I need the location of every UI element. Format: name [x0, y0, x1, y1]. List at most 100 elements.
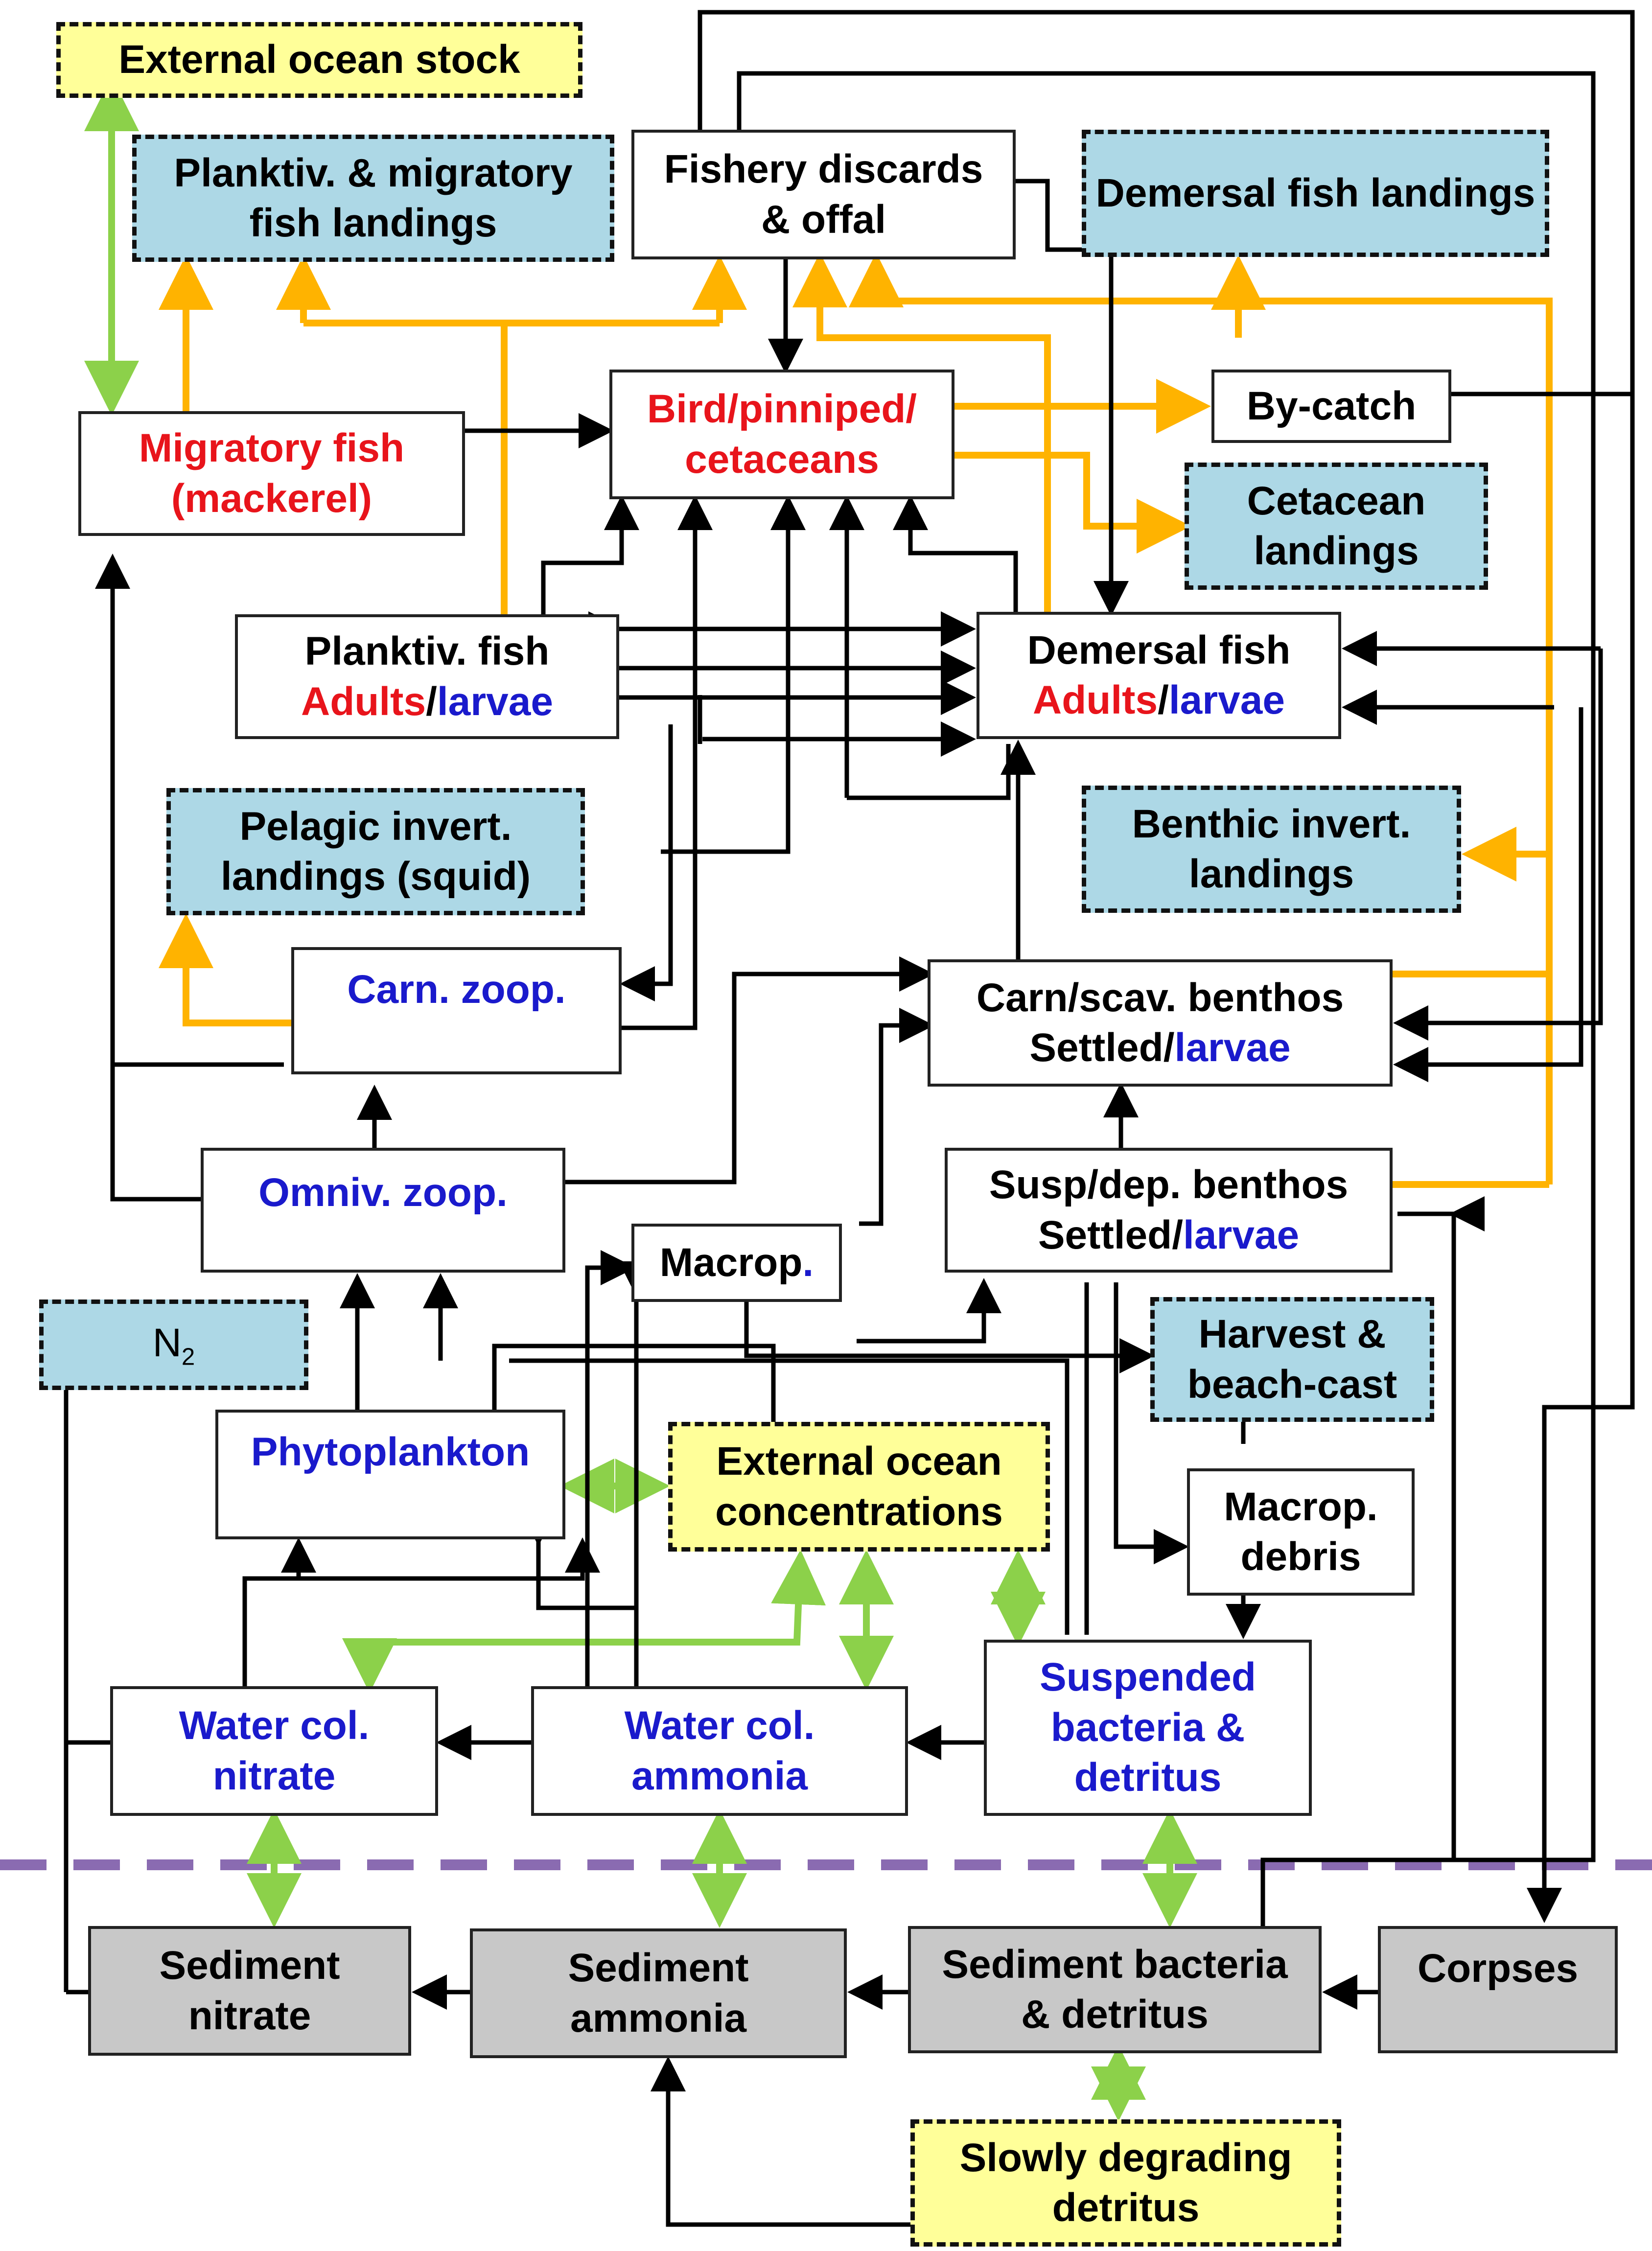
external-ocean-conc-line2: concentrations — [715, 1489, 1003, 1534]
sediment-ammonia-line1: Sediment — [568, 1946, 749, 1990]
planktiv-fish-box: Planktiv. fish Adults/larvae — [235, 614, 619, 739]
cetacean-landings-line1: Cetacean — [1247, 478, 1426, 523]
demersal-fish-stages: Adults/larvae — [1033, 675, 1285, 726]
fishery-discards-line2: & offal — [761, 197, 886, 242]
susp-dep-benthos-settled: Settled — [1038, 1212, 1172, 1257]
phytoplankton-box: Phytoplankton — [215, 1410, 565, 1539]
water-ammonia-box: Water col. ammonia — [531, 1686, 908, 1816]
carn-scav-benthos-stages: Settled/larvae — [1029, 1023, 1290, 1073]
susp-dep-benthos-sep: / — [1172, 1212, 1184, 1257]
exchange-flows — [84, 76, 1197, 2121]
water-nitrate-box: Water col. nitrate — [110, 1686, 438, 1816]
migratory-fish-line1: Migratory fish — [139, 426, 405, 470]
demersal-fish-sep: / — [1158, 678, 1169, 722]
pelagic-invert-landings-box: Pelagic invert. landings (squid) — [166, 788, 585, 915]
external-ocean-conc-line1: External ocean — [716, 1439, 1002, 1484]
n2-subscript: 2 — [181, 1343, 195, 1370]
demersal-fish-adults: Adults — [1032, 678, 1158, 722]
pelagic-invert-landings-line2: landings (squid) — [220, 854, 531, 899]
macrop-dot: . — [802, 1240, 814, 1285]
cetacean-landings-line2: landings — [1254, 529, 1419, 573]
migratory-fish-box: Migratory fish (mackerel) — [78, 411, 465, 536]
sediment-nitrate-line2: nitrate — [188, 1993, 311, 2038]
planktiv-migratory-landings-line2: fish landings — [249, 201, 497, 245]
fishery-discards-box: Fishery discards & offal — [631, 130, 1016, 259]
benthic-invert-landings-line1: Benthic invert. — [1132, 801, 1411, 846]
carn-scav-benthos-title: Carn/scav. benthos — [976, 975, 1344, 1020]
n2-box: N2 — [39, 1300, 308, 1390]
omniv-zoop-box: Omniv. zoop. — [201, 1148, 565, 1273]
bird-pinniped-line2: cetaceans — [685, 437, 879, 482]
harvest-beachcast-line1: Harvest & — [1198, 1312, 1386, 1356]
susp-dep-benthos-stages: Settled/larvae — [1038, 1210, 1299, 1261]
demersal-fish-title: Demersal fish — [1027, 627, 1291, 673]
demersal-fish-box: Demersal fish Adults/larvae — [977, 612, 1341, 739]
susp-dep-benthos-box: Susp/dep. benthos Settled/larvae — [945, 1148, 1393, 1273]
phytoplankton-label: Phytoplankton — [251, 1430, 530, 1474]
bird-pinniped-box: Bird/pinniped/ cetaceans — [609, 370, 954, 499]
water-ammonia-line2: ammonia — [631, 1753, 808, 1798]
planktiv-fish-sep: / — [426, 679, 437, 724]
susp-bacteria-line3: detritus — [1074, 1755, 1222, 1800]
sediment-nitrate-line1: Sediment — [159, 1943, 340, 1988]
pelagic-invert-landings-line1: Pelagic invert. — [239, 804, 512, 849]
carn-zoop-label: Carn. zoop. — [347, 967, 566, 1012]
carn-scav-benthos-larvae: larvae — [1174, 1025, 1291, 1070]
carn-scav-benthos-box: Carn/scav. benthos Settled/larvae — [928, 959, 1393, 1087]
slowly-degrading-line2: detritus — [1052, 2185, 1200, 2230]
macrop-box: Macrop. — [631, 1224, 842, 1302]
susp-bacteria-line2: bacteria & — [1050, 1705, 1245, 1750]
sediment-nitrate-box: Sediment nitrate — [88, 1926, 411, 2056]
planktiv-fish-stages: Adults/larvae — [301, 677, 553, 727]
migratory-fish-line2: (mackerel) — [171, 476, 372, 521]
carn-zoop-box: Carn. zoop. — [291, 947, 622, 1074]
sediment-ammonia-box: Sediment ammonia — [470, 1928, 847, 2058]
sediment-bacteria-line2: & detritus — [1021, 1992, 1209, 2037]
harvest-beachcast-box: Harvest & beach-cast — [1150, 1297, 1434, 1422]
bycatch-label: By-catch — [1246, 383, 1417, 428]
macrop-debris-line1: Macrop. — [1224, 1484, 1378, 1529]
sediment-bacteria-line1: Sediment bacteria — [942, 1942, 1288, 1987]
corpses-label: Corpses — [1417, 1946, 1579, 1991]
demersal-fish-larvae: larvae — [1168, 678, 1285, 722]
carn-scav-benthos-settled: Settled — [1029, 1025, 1163, 1070]
susp-bacteria-box: Suspended bacteria & detritus — [984, 1640, 1312, 1816]
planktiv-fish-adults: Adults — [301, 679, 426, 724]
demersal-landings-label: Demersal fish landings — [1095, 170, 1536, 215]
trophic-flows — [48, 10, 1635, 2227]
omniv-zoop-label: Omniv. zoop. — [258, 1170, 508, 1215]
planktiv-fish-larvae: larvae — [437, 679, 553, 724]
n2-label: N2 — [153, 1318, 195, 1372]
bird-pinniped-line1: Bird/pinniped/ — [647, 387, 917, 431]
cetacean-landings-box: Cetacean landings — [1185, 463, 1488, 590]
external-ocean-conc-box: External ocean concentrations — [668, 1422, 1050, 1552]
benthic-invert-landings-box: Benthic invert. landings — [1082, 786, 1461, 913]
macrop-text: Macrop — [659, 1240, 803, 1285]
water-nitrate-line2: nitrate — [212, 1753, 336, 1798]
planktiv-migratory-landings-box: Planktiv. & migratory fish landings — [132, 135, 614, 262]
corpses-box: Corpses — [1378, 1926, 1618, 2053]
slowly-degrading-box: Slowly degrading detritus — [910, 2119, 1341, 2247]
slowly-degrading-line1: Slowly degrading — [959, 2135, 1292, 2180]
sediment-bacteria-box: Sediment bacteria & detritus — [908, 1926, 1322, 2053]
macrop-debris-line2: debris — [1240, 1534, 1361, 1579]
water-nitrate-line1: Water col. — [179, 1703, 370, 1748]
water-ammonia-line1: Water col. — [624, 1703, 815, 1748]
macrop-debris-box: Macrop. debris — [1187, 1468, 1415, 1596]
sediment-ammonia-line2: ammonia — [570, 1996, 746, 2041]
susp-bacteria-line1: Suspended — [1040, 1655, 1256, 1700]
macrop-label: Macrop. — [660, 1238, 814, 1288]
susp-dep-benthos-title: Susp/dep. benthos — [989, 1162, 1349, 1207]
harvest-beachcast-line2: beach-cast — [1187, 1362, 1397, 1407]
external-ocean-stock-label: External ocean stock — [118, 37, 520, 82]
carn-scav-benthos-sep: / — [1163, 1025, 1175, 1070]
demersal-landings-box: Demersal fish landings — [1082, 130, 1549, 257]
planktiv-fish-title: Planktiv. fish — [304, 629, 550, 673]
benthic-invert-landings-line2: landings — [1188, 852, 1354, 896]
landing-flows — [159, 253, 1553, 1188]
n2-base: N — [152, 1320, 182, 1365]
fishery-discards-line1: Fishery discards — [664, 147, 983, 191]
planktiv-migratory-landings-line1: Planktiv. & migratory — [174, 150, 573, 195]
